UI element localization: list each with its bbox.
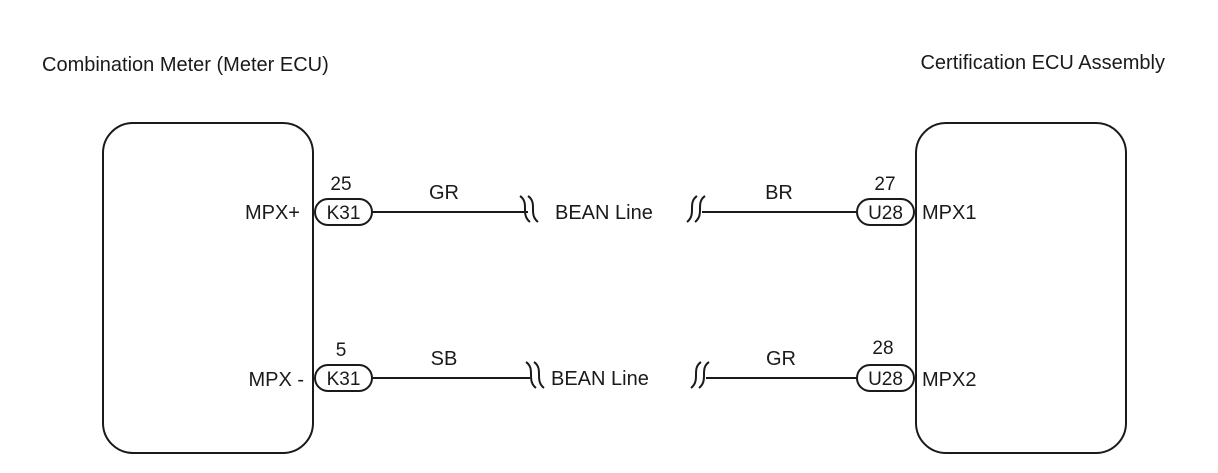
left-connector-1-label: K31 bbox=[327, 203, 361, 224]
right-terminal-1-name: MPX1 bbox=[922, 202, 976, 224]
right-ecu-box bbox=[915, 122, 1127, 454]
right-terminal-2-name: MPX2 bbox=[922, 369, 976, 391]
wire-1-line-label: BEAN Line bbox=[555, 202, 653, 224]
wire-2-right-break-icon bbox=[690, 361, 710, 389]
right-connector-1 bbox=[856, 198, 915, 226]
wire-1-right-color: BR bbox=[765, 182, 793, 204]
wire-1-left-color: GR bbox=[429, 182, 459, 204]
left-terminal-1-name: MPX+ bbox=[245, 202, 300, 224]
left-unit-title: Combination Meter (Meter ECU) bbox=[42, 54, 329, 76]
right-connector-2-label: U28 bbox=[868, 369, 903, 390]
wire-2-left-break-icon bbox=[525, 361, 545, 389]
wire-1-left-break-icon bbox=[519, 195, 539, 223]
right-connector-2 bbox=[856, 364, 915, 392]
left-terminal-2-pin: 5 bbox=[336, 340, 347, 361]
left-terminal-2-name: MPX - bbox=[248, 369, 304, 391]
wire-1-right-break-icon bbox=[686, 195, 706, 223]
right-connector-1-label: U28 bbox=[868, 203, 903, 224]
wire-2-right-color: GR bbox=[766, 348, 796, 370]
left-connector-2-label: K31 bbox=[327, 369, 361, 390]
right-terminal-1-pin: 27 bbox=[874, 174, 895, 195]
left-terminal-1-pin: 25 bbox=[330, 174, 351, 195]
right-unit-title: Certification ECU Assembly bbox=[920, 52, 1165, 74]
left-ecu-box bbox=[102, 122, 314, 454]
wire-2-left-color: SB bbox=[431, 348, 458, 370]
right-terminal-2-pin: 28 bbox=[872, 338, 893, 359]
wire-2-line-label: BEAN Line bbox=[551, 368, 649, 390]
